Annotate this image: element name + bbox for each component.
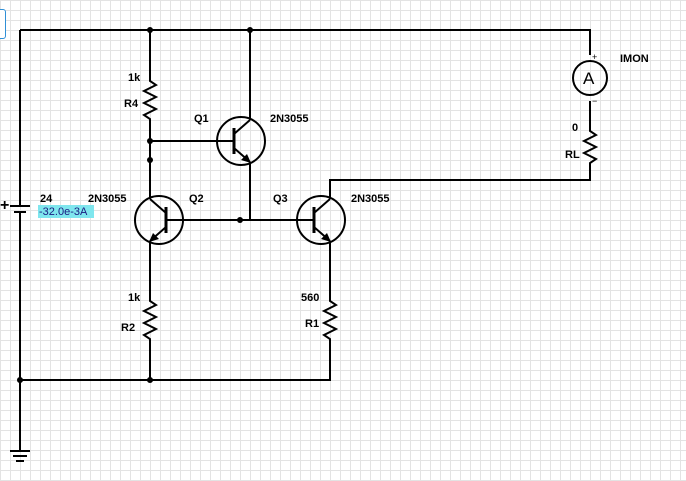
transistor-q1[interactable]: Q1 2N3055 [194, 113, 309, 166]
q2-model: 2N3055 [88, 193, 127, 205]
junction-dot [17, 377, 23, 383]
q1-model: 2N3055 [270, 113, 309, 125]
transistor-q2[interactable]: Q2 2N3055 [88, 193, 204, 245]
ground-symbol[interactable] [10, 450, 30, 462]
junction-dot [237, 217, 243, 223]
rl-name: RL [565, 149, 580, 161]
junction-dot [147, 377, 153, 383]
source-voltage-label: 24 [40, 193, 53, 205]
ammeter-name: IMON [620, 53, 649, 65]
resistor-rl[interactable]: 0 RL [565, 122, 599, 165]
resistor-r1[interactable]: 560 R1 [301, 292, 339, 340]
junction-dot [147, 138, 153, 144]
wire-top-rail[interactable] [20, 29, 591, 55]
r1-name: R1 [305, 318, 319, 330]
current-readout-highlight [38, 205, 94, 218]
ammeter-imon[interactable]: A + − IMON [572, 52, 649, 106]
wire-left-rail-lower[interactable] [19, 226, 331, 381]
r2-name: R2 [121, 322, 135, 334]
q2-name: Q2 [189, 193, 204, 205]
current-readout[interactable]: -32.0e-3A [39, 206, 88, 218]
junction-dot [147, 27, 153, 33]
r1-value: 560 [301, 292, 319, 304]
q3-model: 2N3055 [351, 193, 390, 205]
source-plus-sign: + [0, 197, 9, 214]
resistor-r2[interactable]: 1k R2 [121, 292, 159, 340]
rl-value: 0 [572, 122, 578, 134]
junctions [17, 27, 253, 383]
junction-dot [247, 27, 253, 33]
r4-name: R4 [124, 98, 139, 110]
ammeter-plus-sign: + [592, 52, 597, 62]
ammeter-minus-sign: − [592, 96, 597, 106]
ammeter-letter: A [583, 69, 595, 88]
panel-toggle-button[interactable] [0, 9, 6, 39]
q3-name: Q3 [273, 193, 288, 205]
junction-dot [147, 157, 153, 163]
wire-q3-collector[interactable] [329, 165, 591, 196]
wires [19, 29, 591, 450]
q1-name: Q1 [194, 113, 209, 125]
r2-value: 1k [128, 292, 141, 304]
resistor-r4[interactable]: 1k R4 [124, 72, 159, 125]
transistor-q3[interactable]: Q3 2N3055 [273, 193, 390, 245]
voltage-source[interactable]: + 24 -32.0e-3A [0, 190, 94, 226]
r4-value: 1k [128, 72, 141, 84]
